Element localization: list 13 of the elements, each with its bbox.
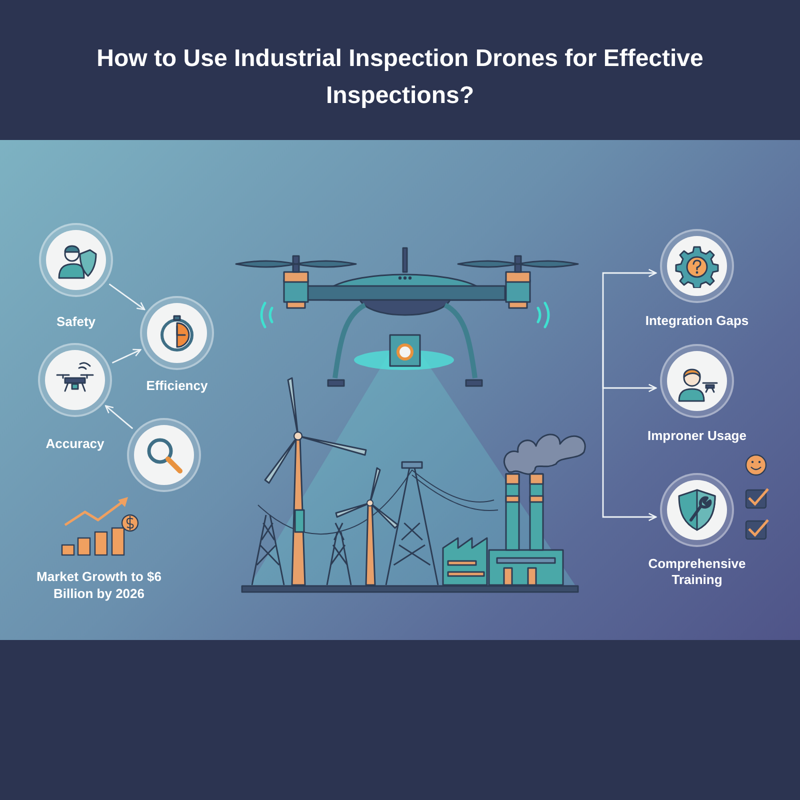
node-label: Efficiency (145, 378, 209, 394)
arrow (602, 268, 657, 330)
node-label: Improner Usage (646, 428, 748, 444)
node-label: Comprehensive Training (647, 556, 747, 588)
arrow (104, 405, 134, 430)
arrow (602, 330, 657, 522)
arrow (108, 283, 146, 310)
node-label: Integration Gaps (644, 313, 750, 329)
node-label: Safety (55, 314, 97, 330)
chart-caption: Market Growth to $6 Billion by 2026 (36, 568, 162, 602)
arrow (112, 348, 142, 364)
title: How to Use Industrial Inspection Drones for Effective Inspections? (96, 44, 704, 111)
node-label: Accuracy (44, 436, 106, 452)
